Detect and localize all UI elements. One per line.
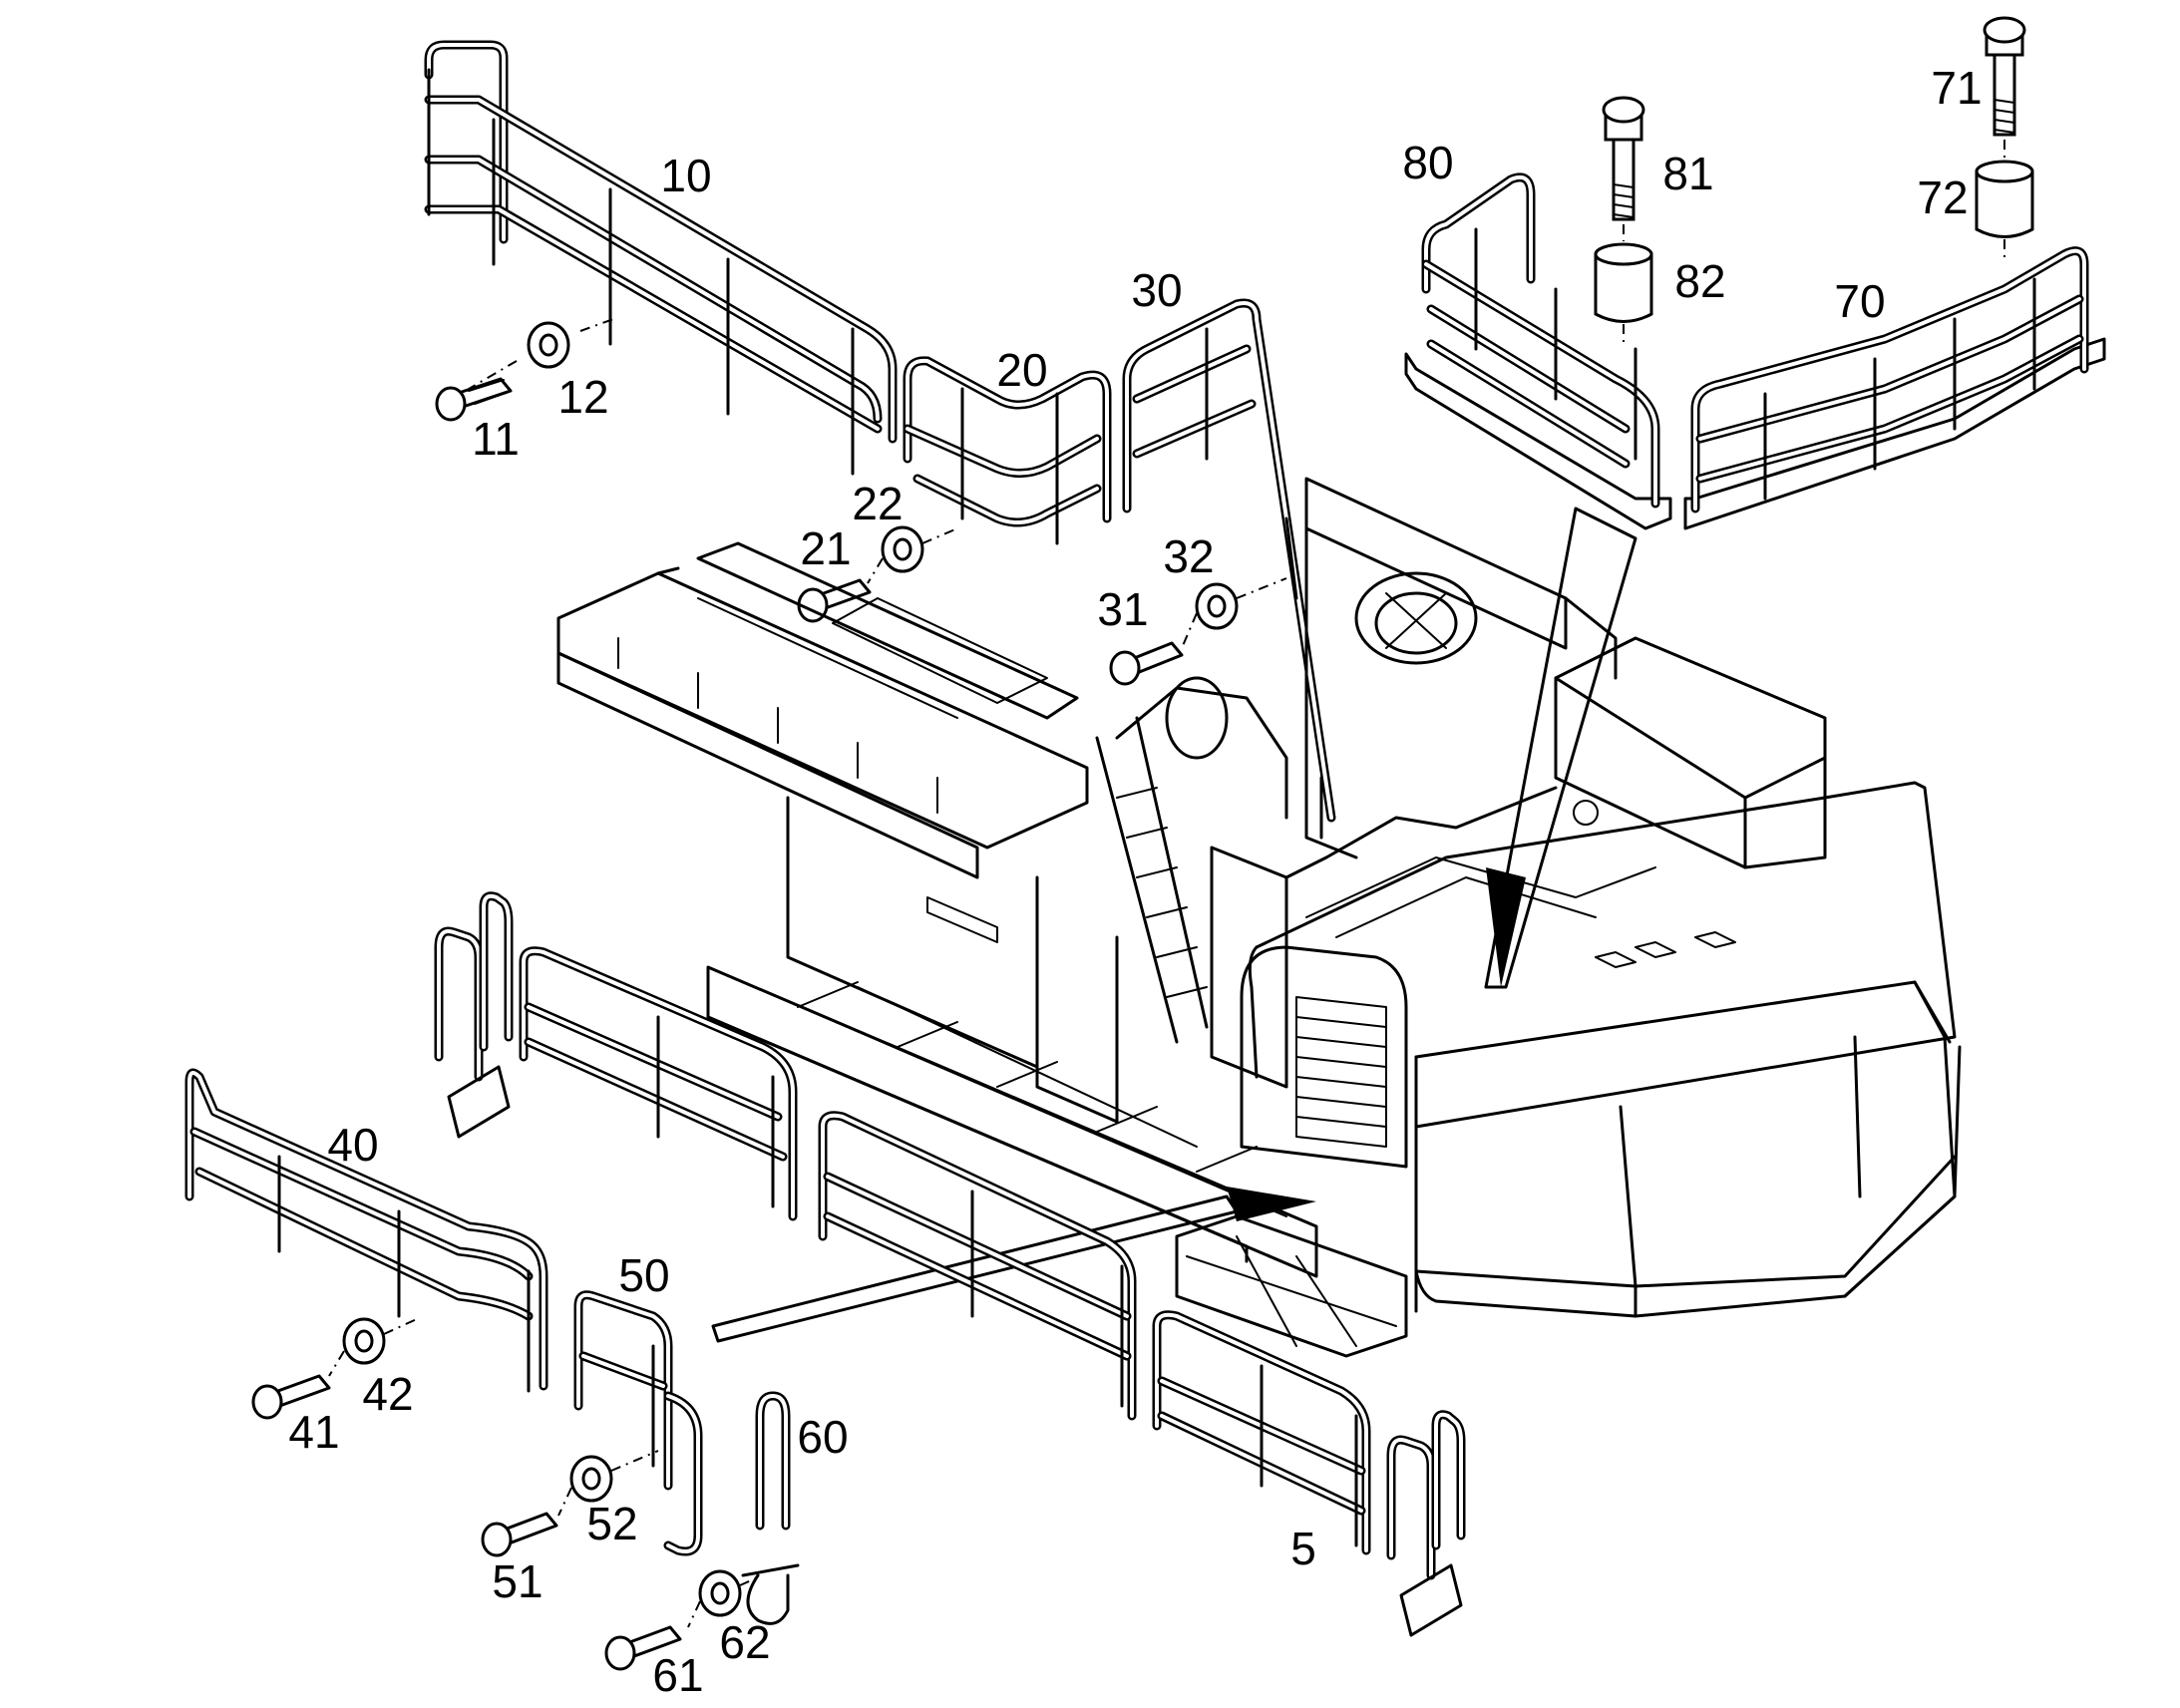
bolt-51 bbox=[481, 1512, 558, 1557]
end-gate-left bbox=[434, 891, 514, 1139]
superstructure-5 bbox=[556, 477, 1962, 1358]
callout-50: 50 bbox=[618, 1249, 669, 1301]
callout-71: 71 bbox=[1931, 62, 1982, 114]
end-gate-right bbox=[1386, 1410, 1466, 1637]
railing-lower-right bbox=[1152, 1310, 1371, 1555]
bolt-61 bbox=[604, 1625, 682, 1671]
callout-42: 42 bbox=[362, 1368, 413, 1420]
washer-32 bbox=[1181, 577, 1287, 649]
gate-50 bbox=[573, 1290, 703, 1556]
callout-80: 80 bbox=[1402, 137, 1453, 188]
callout-32: 32 bbox=[1163, 530, 1214, 582]
callout-62: 62 bbox=[719, 1616, 770, 1668]
railing-70 bbox=[1683, 246, 2106, 530]
handle-60 bbox=[741, 1391, 800, 1625]
callout-22: 22 bbox=[852, 478, 903, 529]
bolt-11 bbox=[435, 377, 513, 422]
bolt-71 bbox=[1983, 16, 2026, 137]
callout-81: 81 bbox=[1662, 148, 1713, 199]
railing-80 bbox=[1404, 172, 1672, 530]
railing-lower-left bbox=[519, 946, 798, 1221]
railing-30 bbox=[1122, 298, 1336, 840]
callout-labels: 10 11 12 20 21 22 30 31 32 40 41 42 50 5… bbox=[288, 62, 1982, 1701]
callout-82: 82 bbox=[1674, 255, 1725, 307]
bolt-41 bbox=[251, 1374, 331, 1420]
callout-30: 30 bbox=[1131, 264, 1182, 316]
callout-21: 21 bbox=[800, 522, 851, 574]
callout-20: 20 bbox=[996, 344, 1047, 396]
washer-22 bbox=[867, 525, 958, 584]
washer-42 bbox=[328, 1317, 420, 1377]
callout-40: 40 bbox=[327, 1119, 378, 1171]
callout-72: 72 bbox=[1917, 171, 1968, 223]
bolt-31 bbox=[1109, 641, 1184, 686]
callout-31: 31 bbox=[1097, 583, 1148, 635]
bolt-81 bbox=[1602, 96, 1645, 221]
railing-20 bbox=[903, 356, 1112, 545]
washer-62 bbox=[687, 1569, 759, 1628]
callout-41: 41 bbox=[288, 1406, 339, 1458]
spacer-72 bbox=[1975, 140, 2034, 257]
callout-5: 5 bbox=[1290, 1523, 1316, 1574]
callout-60: 60 bbox=[797, 1411, 848, 1463]
spacer-82 bbox=[1594, 224, 1653, 344]
callout-52: 52 bbox=[586, 1498, 637, 1549]
railing-40 bbox=[184, 1068, 548, 1393]
railing-lower-mid bbox=[818, 1111, 1137, 1421]
railing-10 bbox=[424, 40, 898, 476]
callout-61: 61 bbox=[652, 1649, 703, 1701]
callout-51: 51 bbox=[492, 1555, 543, 1607]
callout-12: 12 bbox=[557, 371, 608, 423]
washer-12 bbox=[468, 318, 614, 390]
washer-52 bbox=[557, 1450, 659, 1517]
callout-10: 10 bbox=[660, 150, 711, 201]
callout-70: 70 bbox=[1834, 275, 1885, 327]
callout-11: 11 bbox=[472, 413, 520, 465]
